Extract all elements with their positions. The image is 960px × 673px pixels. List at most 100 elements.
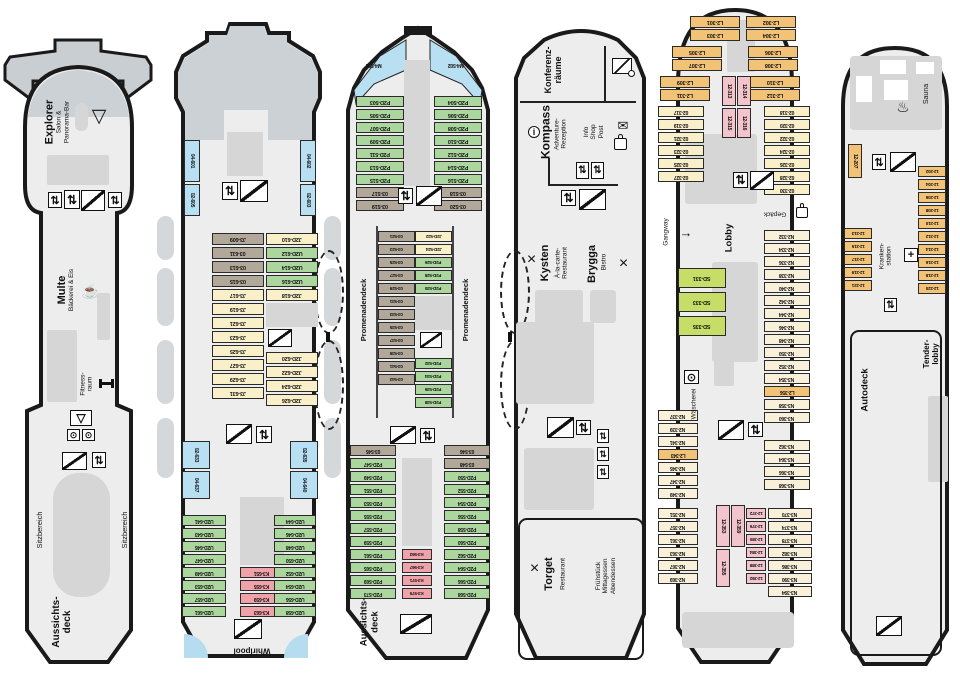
cabin-12-213: 12-213 [844,228,872,239]
service-lift-icon: ⇅ [92,452,106,468]
mail-icon: ✉ [617,118,629,133]
cabin-label: N3-390 [782,575,798,582]
furniture-block [535,290,583,323]
area-label-line: Restaurant [559,558,567,590]
cabin-P2D-510: P2D-510 [434,135,482,146]
cabin-02-324: 02-324 [764,145,810,156]
cabin-12-218: 12-218 [918,270,946,281]
stairs-icon [876,616,902,636]
cabin-label: P2D-508 [447,124,469,131]
cabin-12-221: 12-221 [844,280,872,291]
cabin-12-220: 12-220 [918,283,946,294]
cabin-label: U2D-648 [285,543,305,550]
cabin-03-548: 03-548 [444,458,490,469]
area-label-line: Promenadendeck [460,278,470,342]
cabin-label: K3-571 [410,578,424,583]
cabin-label: 12-353 [720,518,726,534]
cabin-P2D-536: P2D-536 [415,384,452,395]
cabin-K3-567: K3-567 [402,562,432,573]
cabin-label: U2D-654 [285,582,305,589]
cabin-P2D-555: P2D-555 [350,510,396,521]
cabin-label: U2D-657 [194,595,214,602]
furniture-block [97,293,110,340]
bow-tab [404,26,432,35]
cabin-P2D-560: P2D-560 [444,536,490,547]
cabin-label: U2D-652 [285,569,305,576]
area-label: Brygga [586,245,598,283]
cabin-P2D-561: P2D-561 [350,549,396,560]
cabin-label: 02-318 [779,108,795,115]
cabin-label: 03-518 [450,189,466,196]
cabin-label: 12-384 [749,550,763,555]
furniture-block [884,80,908,100]
area-label-line: Brygga [585,245,598,283]
cabin-label: 02-330 [779,186,795,193]
cabin-label: 12-388 [749,563,763,568]
cabin-04-637: 04-637 [182,471,210,499]
cabin-label: J2D-626 [282,397,302,403]
cabin-12-353: 12-353 [716,505,730,547]
cabin-label: J3-623 [230,334,246,340]
cabin-03-531: 03-531 [378,296,415,307]
cabin-N2-352: N2-352 [764,360,810,371]
lifeboat [157,340,174,404]
lifeboat [324,216,341,260]
cabin-label: 12-215 [851,244,865,249]
cabin-12-206: 12-206 [918,192,946,203]
elevator-icon: ⇅ [108,192,122,208]
cabin-label: L2-311 [677,92,693,98]
cabin-12-214: 12-214 [918,244,946,255]
area-label-line: Fitness- [79,372,87,396]
cabin-12-314: 12-314 [737,76,751,106]
cabin-label: N3-362 [779,442,795,449]
cabin-P2D-553: P2D-553 [350,497,396,508]
cabin-label: 12-221 [851,283,865,288]
cabin-03-543: 03-543 [378,374,415,385]
cabin-label: 12-212 [925,234,939,239]
cabin-label: P2D-538 [425,400,442,405]
cabin-U2D-645: U2D-645 [182,541,226,552]
cabin-L2-304: L2-304 [746,29,796,41]
cabin-M4-501: M4-501 [352,58,396,72]
cabin-P2D-559: P2D-559 [350,536,396,547]
shop-bag-icon [614,134,627,150]
area-label: Lobby [724,224,736,253]
cabin-label: 02-323 [673,147,689,154]
cabin-label: L2-356 [779,388,795,395]
area-label-line: Bäckerei & Eis [68,268,76,312]
cabin-label: 12-380 [749,537,763,542]
cabin-label: 12-213 [851,231,865,236]
lifeboat [157,216,174,260]
cabin-J3-623: J3-623 [212,331,264,343]
cabin-P2D-549: P2D-549 [350,471,396,482]
cabin-03-611: 03-611 [212,247,264,259]
cabin-P2D-566: P2D-566 [444,575,490,586]
cabin-N2-361: N2-361 [658,534,698,545]
cabin-N2-347: N2-347 [658,475,698,486]
cabin-P2D-512: P2D-512 [434,148,482,159]
cabin-N2-351: N2-351 [658,508,698,519]
area-label-line: lobby [931,343,940,365]
cabin-label: 03-613 [230,264,246,270]
cabin-L2-310: L2-310 [750,76,800,88]
cabin-P2D-562: P2D-562 [444,549,490,560]
cabin-N3-374: N3-374 [768,521,812,532]
restaurant-cutlery-icon: × [618,254,629,272]
cabin-N3-354: N3-354 [764,373,810,384]
cabin-N2-345: N2-345 [658,462,698,473]
cabin-N3-382: N3-382 [768,547,812,558]
cabin-U2D-641: U2D-641 [182,515,226,526]
cabin-label: N3-394 [782,588,798,595]
area-label: Fitness-raum [80,372,95,395]
cabin-label: 12-210 [925,221,939,226]
cabin-label: 03-541 [390,364,403,369]
cabin-03-546: 03-546 [444,445,490,456]
cabin-label: J3-629 [230,376,246,382]
cabin-label: U2D-614 [281,264,303,270]
area-label-line: Rezeption [561,119,568,149]
cabin-P2D-509: P2D-509 [356,135,404,146]
area-label: Autodeck [860,368,872,411]
cabin-label: N2-337 [670,412,686,419]
cabin-label: P2D-530 [425,286,442,291]
